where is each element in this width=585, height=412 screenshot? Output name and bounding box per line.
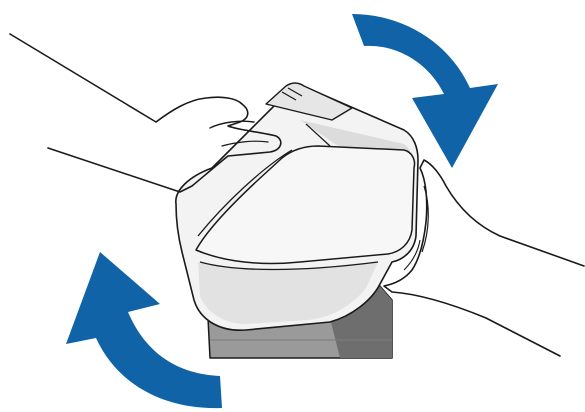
scanner-tilt-diagram xyxy=(0,0,585,412)
